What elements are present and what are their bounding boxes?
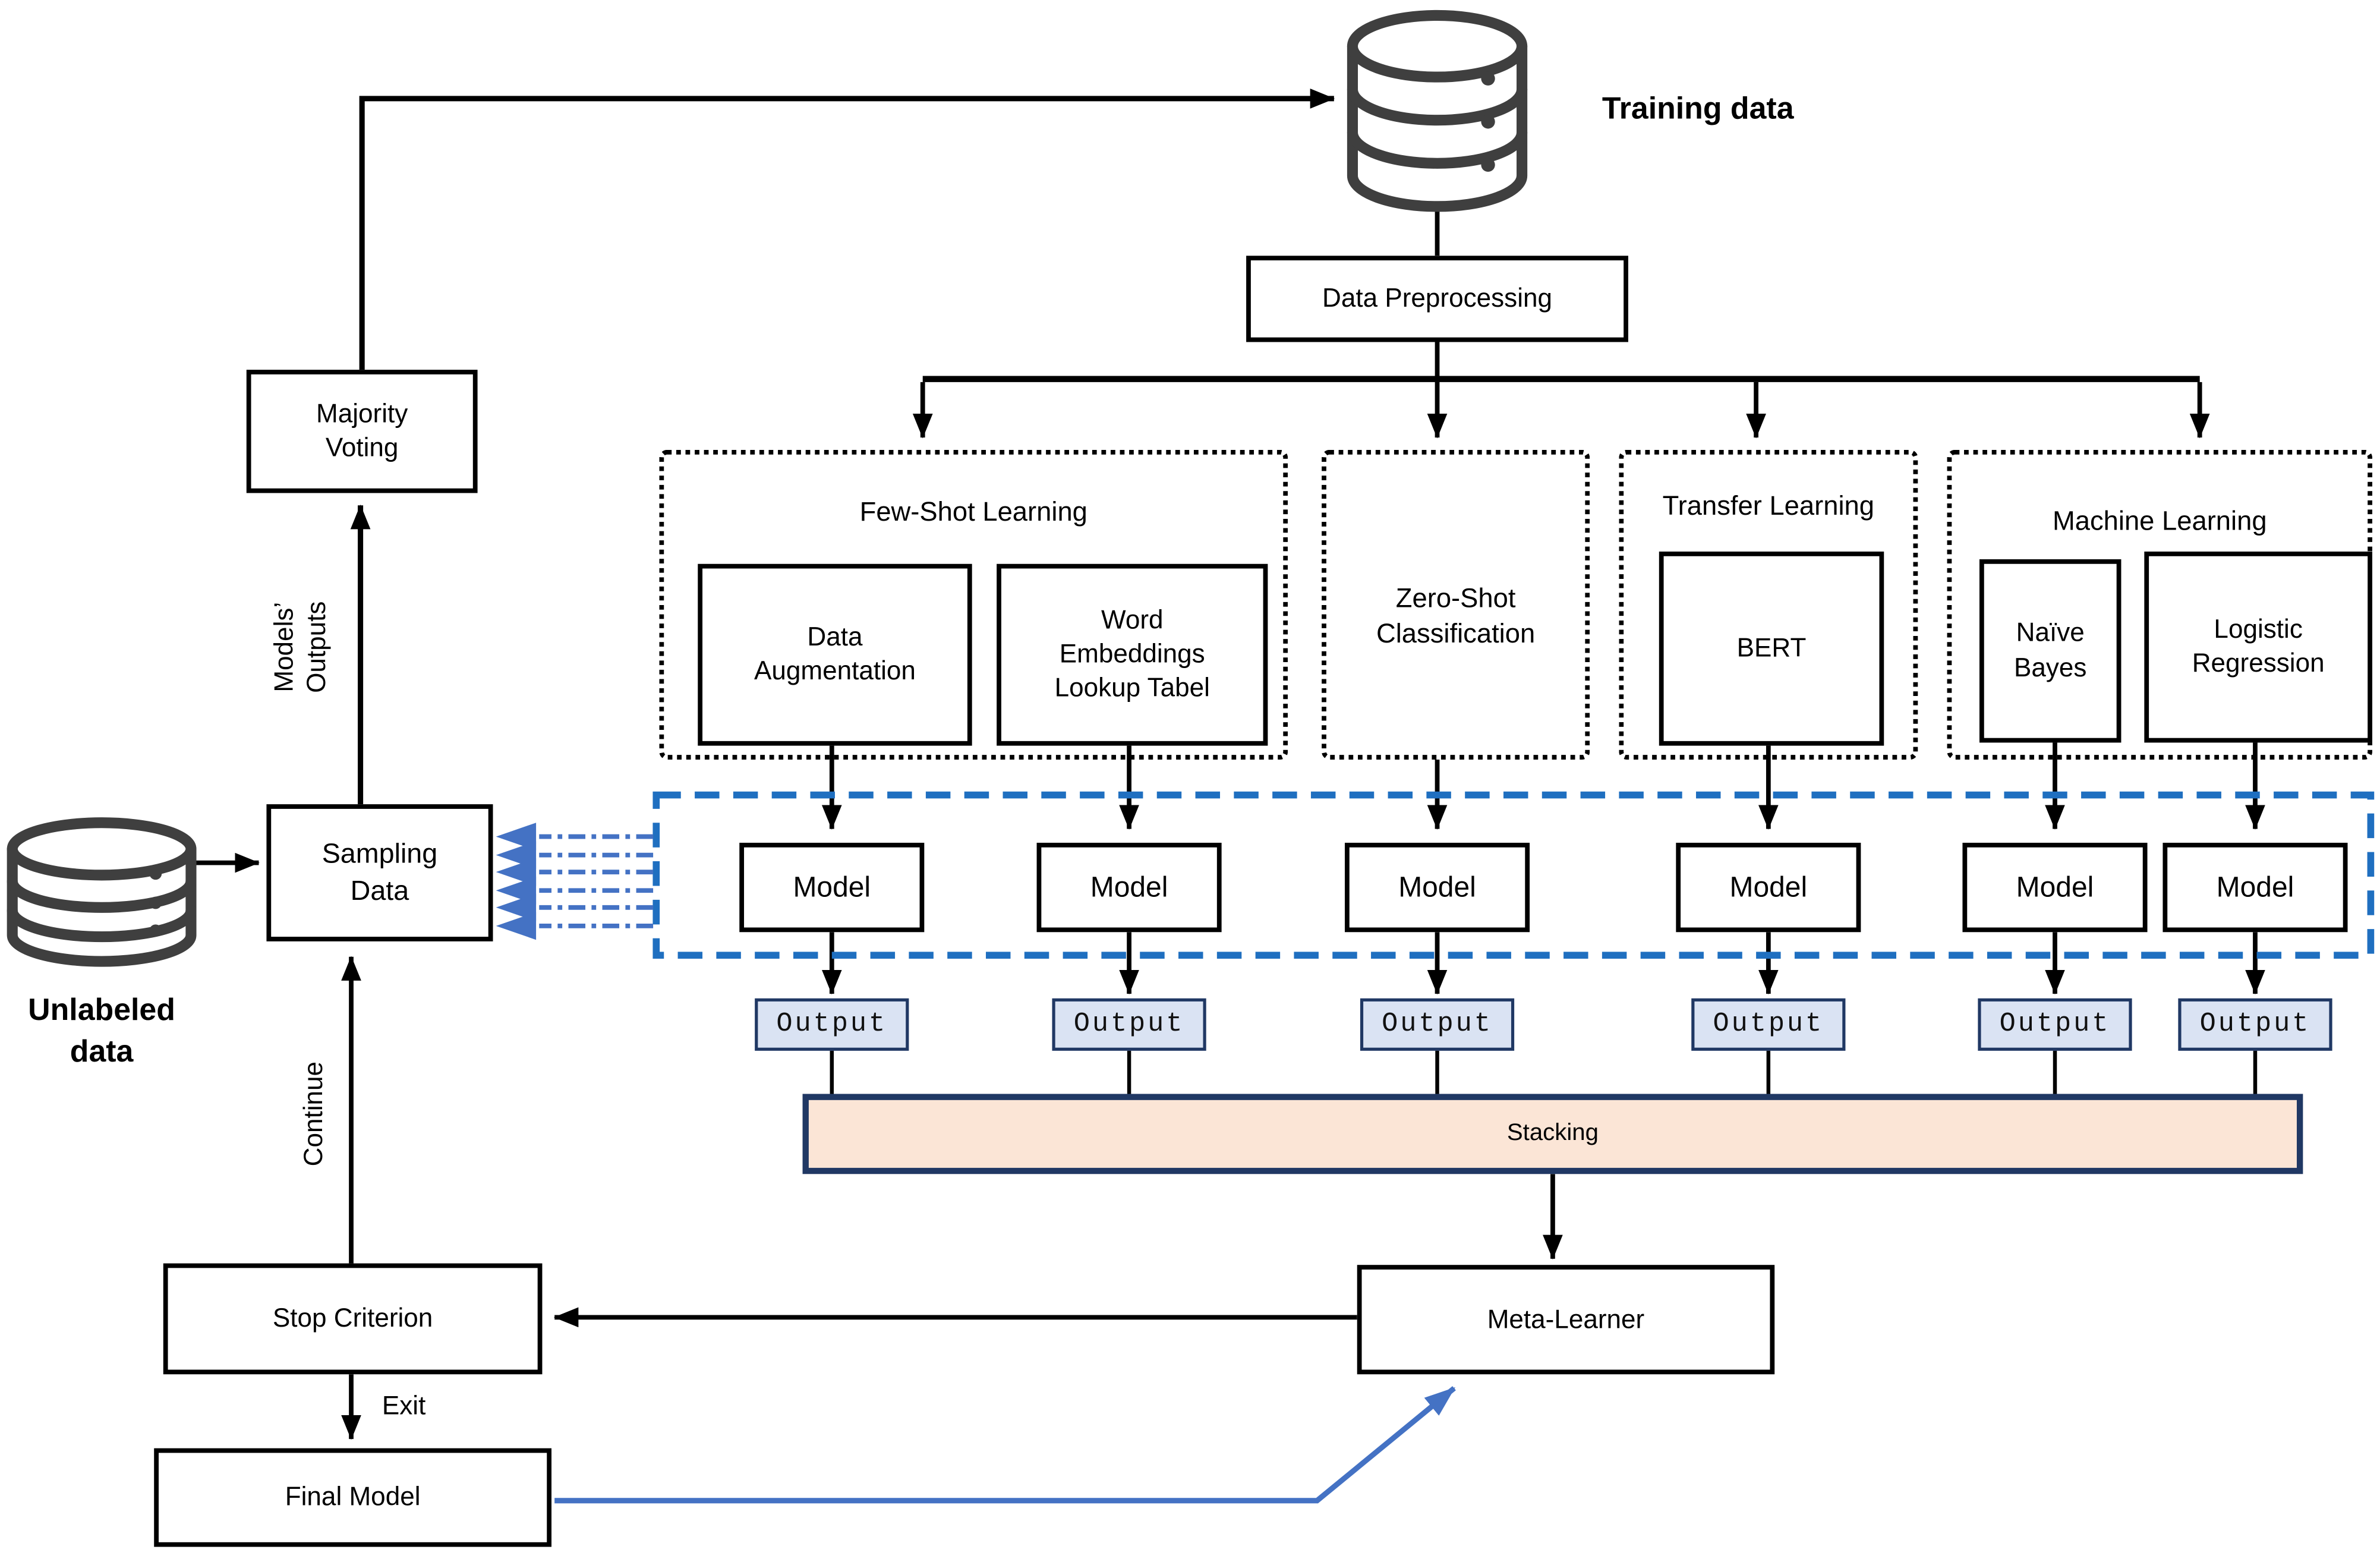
data-preprocessing-box: Data Preprocessing [1246,256,1628,342]
group-machine-learning-title: Machine Learning [2052,505,2267,537]
unlabeled-data-label: Unlabeled data [28,993,175,1069]
output-box-5: Output [1978,998,2132,1051]
group-transfer-title: Transfer Learning [1662,490,1875,521]
wire-majority-to-training-data [359,89,1335,370]
model-box-6: Model [2163,842,2348,933]
model-box-4: Model [1676,842,1861,933]
stacking-bar: Stacking [802,1094,2303,1174]
logistic-regression-box: Logistic Regression [2144,552,2372,743]
data-augmentation-box: Data Augmentation [698,563,972,746]
continue-edge-label: Continue [298,1061,329,1167]
exit-edge-label: Exit [382,1391,426,1421]
output-box-3: Output [1360,998,1515,1051]
model-box-3: Model [1344,842,1530,933]
final-model-box: Final Model [154,1448,552,1547]
zero-shot-classification-label: Zero-Shot Classification [1376,582,1536,649]
output-box-6: Output [2178,998,2332,1051]
sampling-feedback-arrowheads [496,823,537,940]
bert-box: BERT [1659,552,1884,746]
stop-criterion-box: Stop Criterion [163,1263,543,1375]
group-zero-shot: Zero-Shot Classification [1322,449,1590,760]
model-box-2: Model [1036,842,1222,933]
models-outputs-edge-label: Models’ Outputs [269,601,332,693]
database-icon-unlabeled [7,817,197,967]
majority-voting-box: Majority Voting [246,370,478,493]
training-data-label: Training data [1602,92,1794,127]
group-few-shot-title: Few-Shot Learning [859,496,1087,527]
naive-bayes-box: Naïve Bayes [1979,559,2121,743]
model-box-1: Model [739,842,925,933]
database-icon-training [1347,10,1528,212]
ensemble-models-container [652,791,2375,959]
model-box-5: Model [1962,842,2148,933]
sampling-data-box: Sampling Data [266,804,493,941]
wire-final-model-to-meta-learner [554,1386,1456,1504]
output-box-2: Output [1052,998,1206,1051]
group-machine-learning: Machine Learning Naïve Bayes Logistic Re… [1947,449,2372,760]
group-few-shot-learning: Few-Shot Learning Data Augmentation Word… [659,449,1288,760]
output-box-4: Output [1691,998,1846,1051]
meta-learner-box: Meta-Learner [1357,1265,1775,1375]
output-box-1: Output [755,998,909,1051]
word-embeddings-box: Word Embeddings Lookup Tabel [997,563,1268,746]
sampling-feedback-lines [539,834,654,928]
group-transfer-learning: Transfer Learning BERT [1619,449,1918,760]
